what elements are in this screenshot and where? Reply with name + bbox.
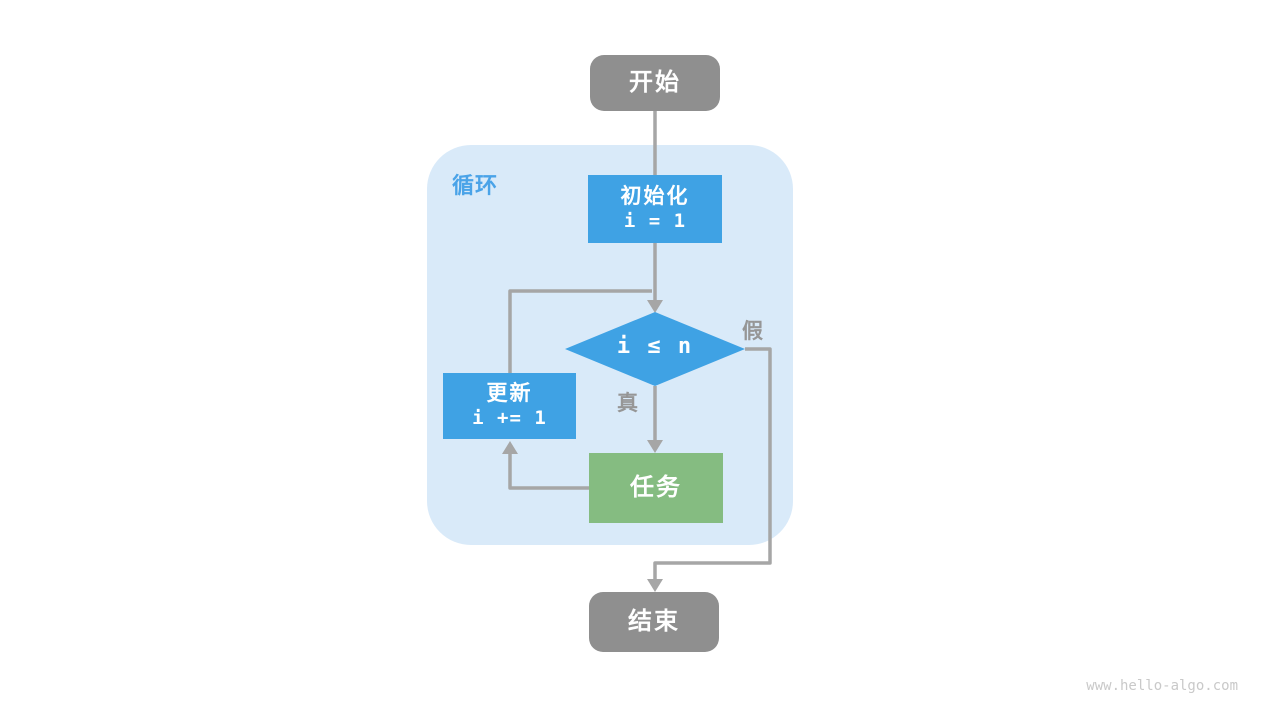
node-update-label: 更新 (486, 382, 533, 405)
condition-diamond-shape (565, 312, 745, 386)
node-init-code: i = 1 (623, 210, 687, 233)
node-condition-label: i ≤ n (616, 334, 694, 359)
edge-update-to-condition (508, 289, 652, 374)
arrowhead-into-task (647, 440, 663, 453)
node-start-label: 开始 (629, 69, 681, 96)
edge-task-to-update (508, 452, 589, 490)
edge-label-false: 假 (742, 320, 763, 343)
watermark-text: www.hello-algo.com (1086, 678, 1238, 694)
loop-group-label: 循环 (452, 173, 499, 198)
node-init: 初始化 i = 1 (588, 175, 722, 243)
arrowhead-into-condition (647, 300, 663, 313)
node-start: 开始 (590, 55, 720, 111)
edge-condition-false-to-end (653, 347, 772, 580)
arrowhead-into-end (647, 579, 663, 592)
node-update-code: i += 1 (472, 407, 547, 430)
arrowhead-into-update (502, 441, 518, 454)
node-task-label: 任务 (630, 474, 682, 501)
node-update: 更新 i += 1 (443, 373, 576, 439)
node-task: 任务 (589, 453, 723, 523)
node-end-label: 结束 (628, 608, 680, 635)
node-init-label: 初始化 (620, 185, 690, 208)
node-end: 结束 (589, 592, 719, 652)
edge-label-true: 真 (617, 392, 638, 415)
